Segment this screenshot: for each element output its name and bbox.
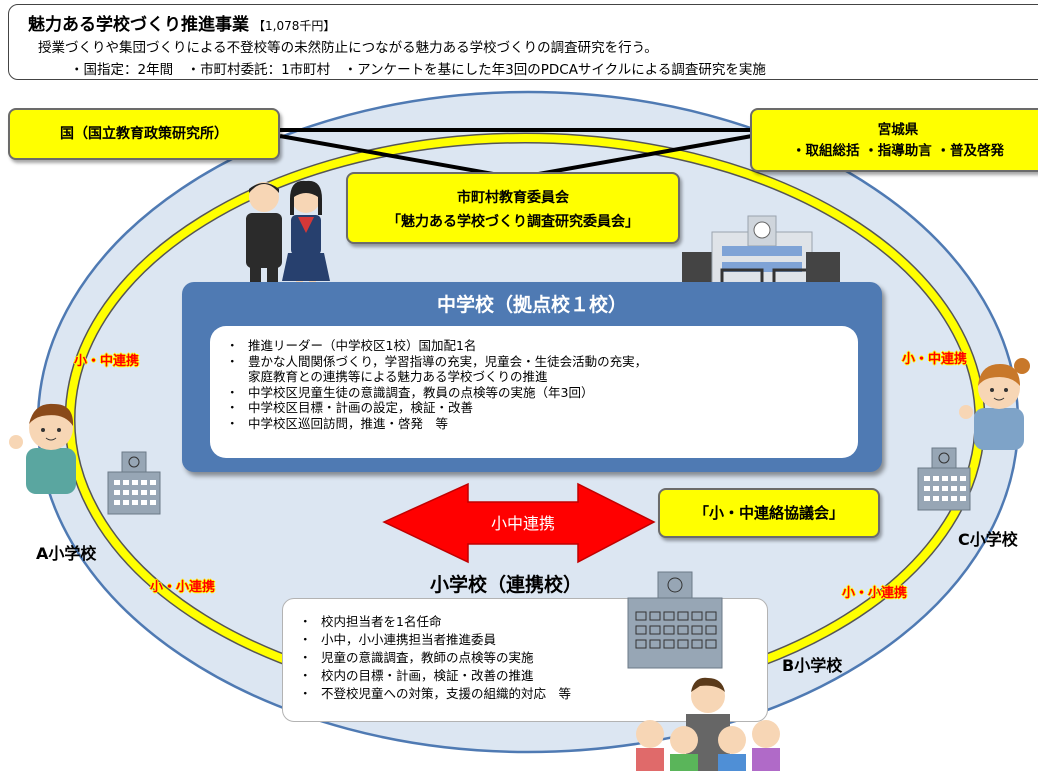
link-label-left-jhs: 小・中連携 [74,354,140,369]
prefecture-box: 宮城県 ・取組総括 ・指導助言 ・普及啓発 [750,108,1038,172]
connector-left [279,134,517,180]
board-line2: 「魅力ある学校づくり調査研究委員会」 [387,214,639,230]
list-item: 校内担当者を1名任命 [299,613,571,631]
header-frame [8,4,1038,80]
boy-illustration [9,403,76,494]
list-item: 中学校区目標・計画の設定，検証・改善 [226,400,647,416]
list-item: 中学校区巡回訪問，推進・啓発 等 [226,416,647,432]
children-group-illustration [636,677,780,771]
junior-high-title: 中学校（拠点校１校） [436,294,627,316]
teacher-illustration [959,358,1030,450]
list-item: 推進リーダー（中学校区1校）国加配1名 [226,338,647,354]
liaison-council-box: 「小・中連絡協議会」 [658,488,880,538]
link-label-right-jhs: 小・中連携 [902,352,968,367]
junior-high-list: 推進リーダー（中学校区1校）国加配1名 豊かな人間関係づくり，学習指導の充実，児… [226,338,647,431]
board-box: 市町村教育委員会 「魅力ある学校づくり調査研究委員会」 [346,172,680,244]
list-item: 豊かな人間関係づくり，学習指導の充実，児童会・生徒会活動の充実， [226,354,647,370]
junior-high-panel: 中学校（拠点校１校） 推進リーダー（中学校区1校）国加配1名 豊かな人間関係づく… [182,282,882,472]
list-item: 中学校区児童生徒の意識調査，教員の点検等の実施（年3回） [226,385,647,401]
school-b-building-icon [627,571,723,669]
list-item: 校内の目標・計画，検証・改善の推進 [299,667,571,685]
prefecture-roles: ・取組総括 ・指導助言 ・普及啓発 [792,143,1004,159]
list-item: 小中，小小連携担当者推進委員 [299,631,571,649]
link-label-left-es: 小・小連携 [150,580,216,595]
list-item: 家庭教育との連携等による魅力ある学校づくりの推進 [248,369,548,384]
board-line1: 市町村教育委員会 [457,190,569,206]
national-box: 国（国立教育政策研究所） [8,108,280,160]
header-details: ・国指定：2年間 ・市町村委託：1市町村 ・アンケートを基にした年3回のPDCA… [70,62,766,78]
budget-label: 【1,078千円】 [253,19,336,33]
link-label-right-es: 小・小連携 [842,586,908,601]
double-arrow-shape [382,482,656,564]
header-description: 授業づくりや集団づくりによる不登校等の未然防止につながる魅力ある学校づくりの調査… [38,40,658,56]
connector-right [515,134,753,180]
page-title: 魅力ある学校づくり推進事業【1,078千円】 [28,15,336,35]
prefecture-name: 宮城県 [877,122,919,138]
school-c-label: C小学校 [958,530,1018,549]
elementary-list: 校内担当者を1名任命 小中，小小連携担当者推進委員 児童の意識調査，教師の点検等… [299,613,571,703]
school-c-building-icon [917,447,971,511]
elementary-title: 小学校（連携校） [430,574,583,596]
school-a-label: A小学校 [36,544,97,563]
school-b-label: B小学校 [782,656,843,675]
list-item: 不登校児童への対策，支援の組織的対応 等 [299,685,571,703]
list-item: 児童の意識調査，教師の点検等の実施 [299,649,571,667]
junior-high-details-box: 推進リーダー（中学校区1校）国加配1名 豊かな人間関係づくり，学習指導の充実，児… [210,326,858,458]
school-a-building-icon [107,451,161,515]
arrow-label: 小中連携 [490,514,555,533]
